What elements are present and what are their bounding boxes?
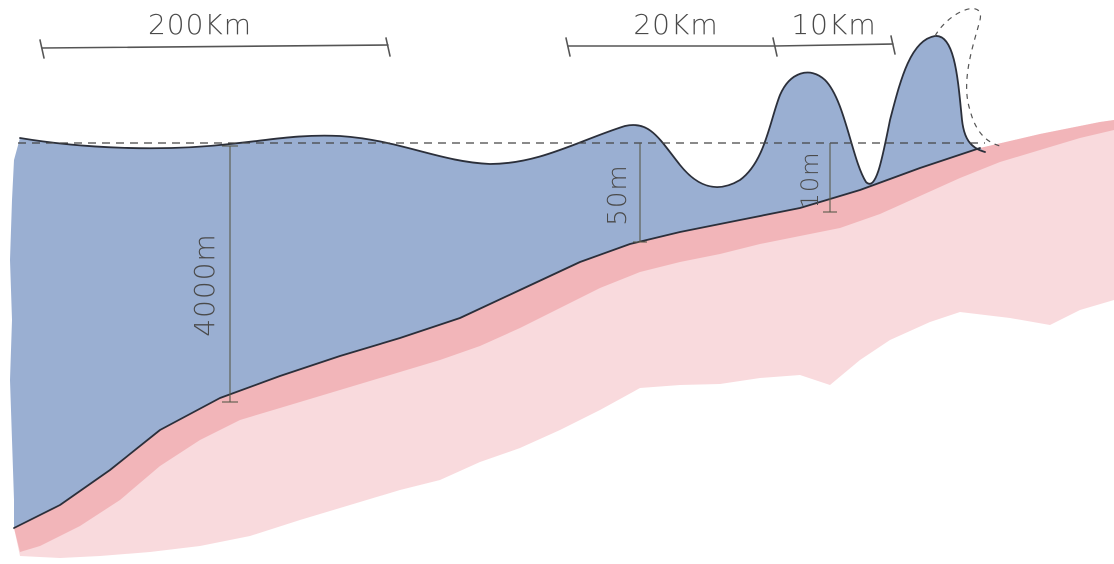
ice-surface-outline — [19, 35, 986, 188]
bed-outline — [13, 147, 981, 529]
depth-label-10m: 10m — [796, 152, 824, 209]
depth-label-4000m: 4000m — [188, 233, 221, 337]
depth-marker-4000m: 4000m — [188, 145, 238, 403]
ice-shelf-water-body — [10, 35, 985, 528]
depth-marker-10m: 10m — [796, 143, 837, 213]
bedrock-light — [14, 120, 1114, 558]
depth-label-50m: 50m — [603, 164, 633, 225]
scale-bar-20km: 20Km — [565, 8, 778, 57]
depth-marker-50m: 50m — [603, 143, 647, 243]
scale-bar-10km: 10Km — [774, 8, 896, 55]
scale-bar-200km: 200Km — [39, 8, 391, 59]
scale-label-200km: 200Km — [148, 8, 252, 41]
scale-label-10km: 10Km — [791, 8, 876, 41]
scale-label-20km: 20Km — [633, 8, 718, 41]
bedrock-dark-band — [14, 120, 1114, 552]
